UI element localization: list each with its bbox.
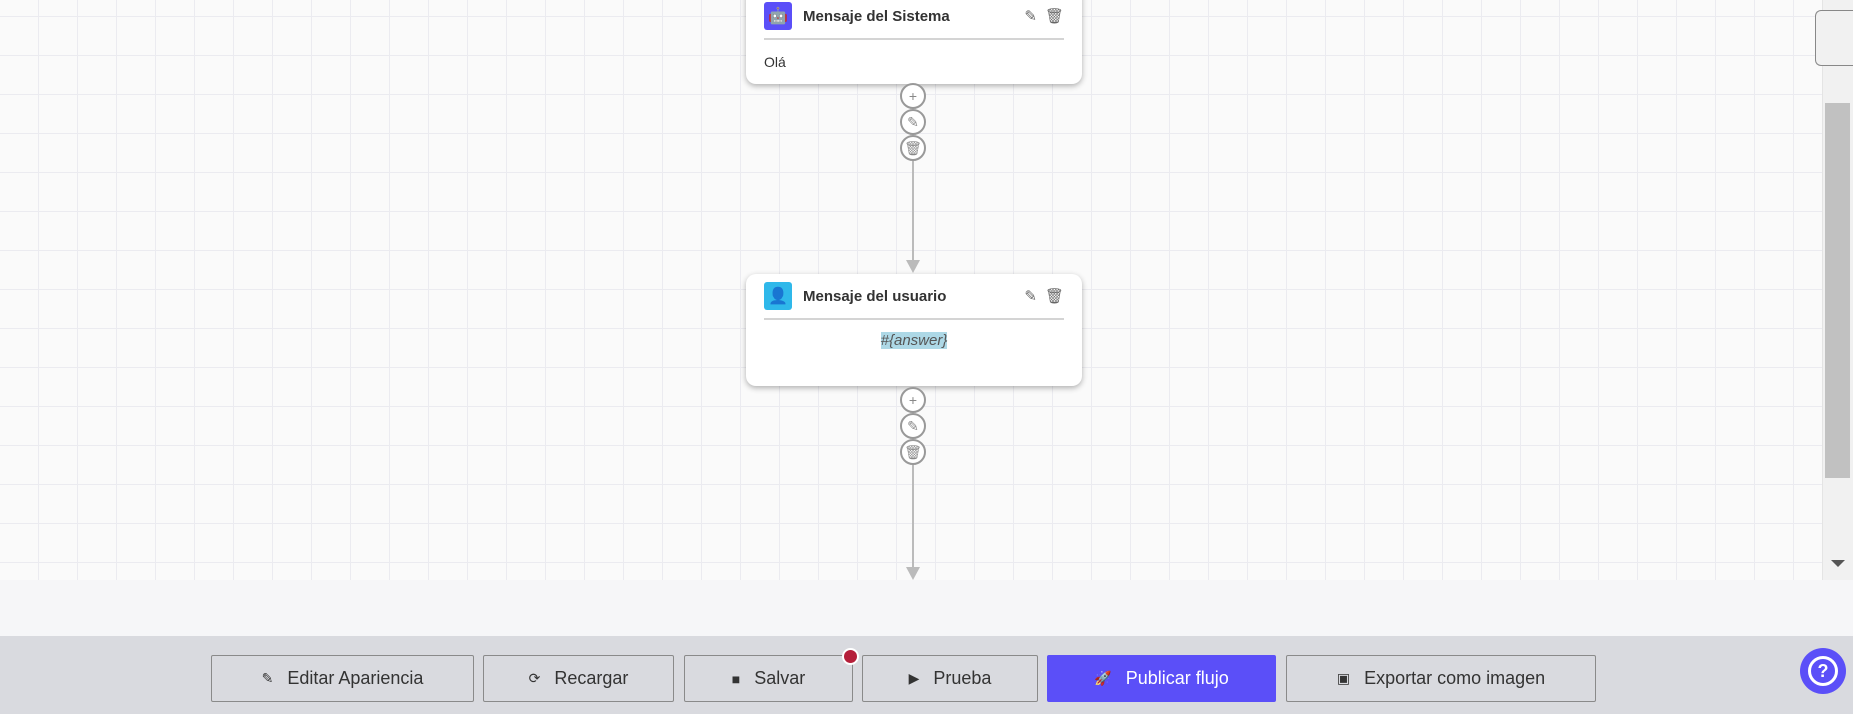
connector-line (912, 161, 914, 261)
node-title: Mensaje del Sistema (803, 7, 950, 25)
question-icon: ? (1808, 656, 1838, 686)
trash-icon[interactable]: 🗑 (1044, 8, 1064, 25)
scrollbar-thumb[interactable] (1825, 103, 1850, 478)
button-label: Editar Apariencia (287, 668, 424, 688)
arrow-head (906, 567, 920, 580)
publish-flow-button[interactable]: 🚀 Publicar flujo (1047, 655, 1276, 702)
add-node-icon[interactable]: + (900, 387, 926, 413)
user-icon: 👤 (764, 282, 792, 310)
edit-connection-icon[interactable]: ✎ (900, 109, 926, 135)
button-label: Prueba (933, 668, 992, 688)
connector-line (912, 465, 914, 570)
test-button[interactable]: ▶ Prueba (862, 655, 1038, 702)
help-button[interactable]: ? (1800, 648, 1846, 694)
export-image-button[interactable]: ▣ Exportar como imagen (1286, 655, 1596, 702)
pencil-icon[interactable]: ✎ (1024, 288, 1037, 305)
button-label: Publicar flujo (1125, 668, 1229, 688)
pencil-icon[interactable]: ✎ (1024, 8, 1037, 25)
node-system-message[interactable]: 🤖 Mensaje del Sistema ✎ 🗑 Olá (746, 0, 1082, 84)
bottom-toolbar: ✎ Editar Apariencia ⟳ Recargar ■ Salvar ▶ Pr… (0, 636, 1853, 714)
edit-connection-icon[interactable]: ✎ (900, 413, 926, 439)
image-icon: ▣ (1336, 670, 1351, 686)
scroll-panel-tab[interactable] (1815, 10, 1853, 66)
edit-appearance-button[interactable]: ✎ Editar Apariencia (211, 655, 474, 702)
arrow-head (906, 260, 920, 273)
refresh-icon: ⟳ (528, 670, 541, 686)
node-header: 👤 Mensaje del usuario ✎ 🗑 (764, 274, 1064, 320)
button-label: Recargar (554, 668, 629, 688)
node-content: Olá (764, 54, 786, 70)
scroll-down-icon[interactable] (1831, 560, 1845, 567)
robot-icon: 🤖 (764, 2, 792, 30)
delete-connection-icon[interactable]: 🗑 (900, 135, 926, 161)
button-label: Salvar (754, 668, 806, 688)
trash-icon[interactable]: 🗑 (1044, 288, 1064, 305)
play-icon: ▶ (908, 670, 920, 686)
rocket-icon: 🚀 (1094, 670, 1112, 686)
floppy-icon: ■ (731, 670, 741, 687)
node-header: 🤖 Mensaje del Sistema ✎ 🗑 (764, 0, 1064, 40)
edit-icon: ✎ (261, 670, 274, 686)
node-title: Mensaje del usuario (803, 287, 947, 305)
node-user-message[interactable]: 👤 Mensaje del usuario ✎ 🗑 #{answer} (746, 274, 1082, 386)
vertical-scrollbar[interactable] (1815, 0, 1853, 580)
button-label: Exportar como imagen (1364, 668, 1546, 688)
reload-button[interactable]: ⟳ Recargar (483, 655, 674, 702)
flow-canvas[interactable]: 🤖 Mensaje del Sistema ✎ 🗑 Olá + ✎ 🗑 👤 Me… (0, 0, 1822, 580)
add-node-icon[interactable]: + (900, 83, 926, 109)
node-content: #{answer} (880, 332, 948, 349)
save-button[interactable]: ■ Salvar (684, 655, 853, 702)
unsaved-indicator (842, 648, 859, 665)
delete-connection-icon[interactable]: 🗑 (900, 439, 926, 465)
